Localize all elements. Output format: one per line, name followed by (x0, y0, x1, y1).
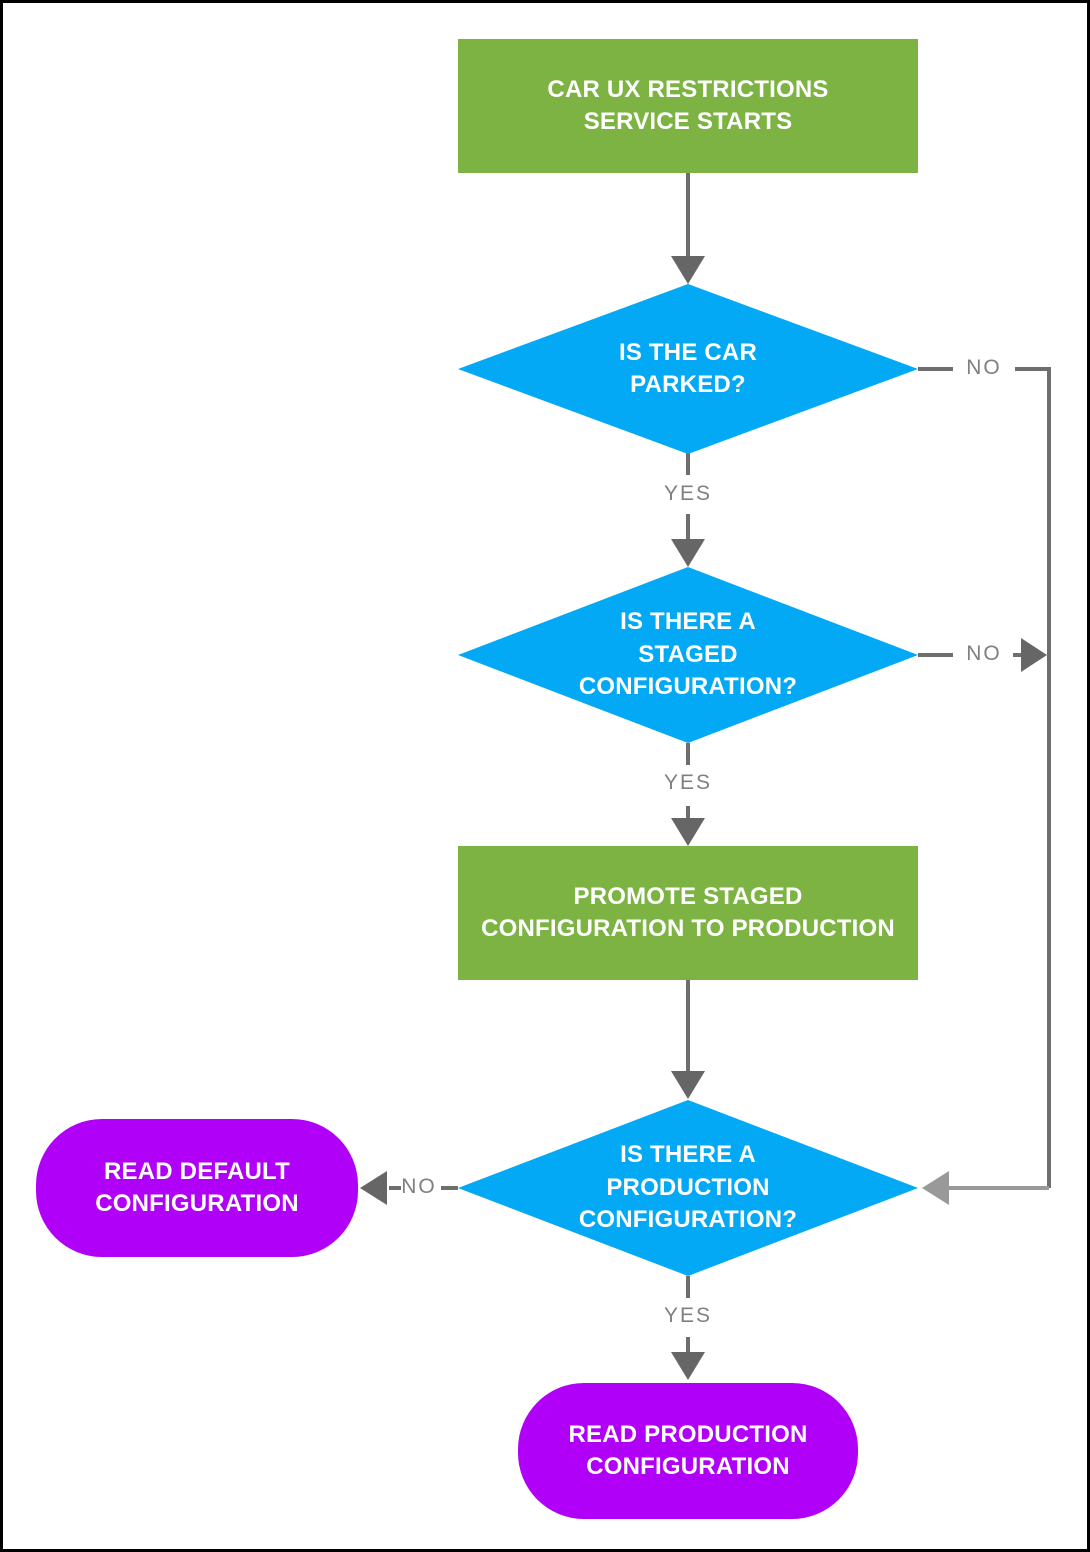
node-promote-staged: PROMOTE STAGED CONFIGURATION TO PRODUCTI… (458, 846, 918, 980)
arrowhead-left-icon (922, 1171, 949, 1205)
edge-label-yes-parked: YES (663, 482, 713, 505)
node-is-car-parked: IS THE CAR PARKED? (458, 284, 918, 454)
edge-label-no-production: NO (401, 1175, 437, 1198)
edge-label-no-staged: NO (966, 642, 1002, 665)
node-read-default-configuration: READ DEFAULT CONFIGURATION (36, 1119, 358, 1257)
node-read-production-configuration-label: READ PRODUCTION CONFIGURATION (568, 1420, 808, 1480)
node-read-production-configuration: READ PRODUCTION CONFIGURATION (518, 1383, 858, 1519)
edge-label-yes-staged: YES (663, 771, 713, 794)
edge-label-yes-production: YES (663, 1304, 713, 1327)
connector-parked-yes-to-staged (671, 453, 705, 567)
arrowhead-down-icon (671, 256, 705, 284)
connectors-layer (360, 173, 1051, 1380)
node-is-staged-configuration: IS THERE A STAGED CONFIGURATION? (458, 567, 918, 743)
node-start-label: CAR UX RESTRICTIONS SERVICE STARTS (547, 75, 829, 135)
connector-start-to-parked (671, 173, 705, 284)
node-is-staged-configuration-label: IS THERE A STAGED CONFIGURATION? (578, 608, 798, 701)
connector-promote-to-production (671, 980, 705, 1099)
node-is-car-parked-label: IS THE CAR PARKED? (618, 338, 757, 398)
arrowhead-down-icon (671, 1071, 705, 1099)
edge-label-no-parked: NO (966, 356, 1002, 379)
node-read-default-configuration-label: READ DEFAULT CONFIGURATION (95, 1157, 299, 1217)
arrowhead-down-icon (671, 1352, 705, 1380)
node-is-production-configuration: IS THERE A PRODUCTION CONFIGURATION? (458, 1100, 918, 1276)
node-is-production-configuration-label: IS THERE A PRODUCTION CONFIGURATION? (578, 1141, 798, 1234)
arrowhead-down-icon (671, 818, 705, 846)
node-promote-staged-label: PROMOTE STAGED CONFIGURATION TO PRODUCTI… (481, 882, 895, 942)
arrowhead-down-icon (671, 539, 705, 567)
node-start: CAR UX RESTRICTIONS SERVICE STARTS (458, 39, 918, 173)
connector-parked-no-to-production (918, 367, 1051, 1205)
connector-production-yes-to-read-production (671, 1276, 705, 1380)
